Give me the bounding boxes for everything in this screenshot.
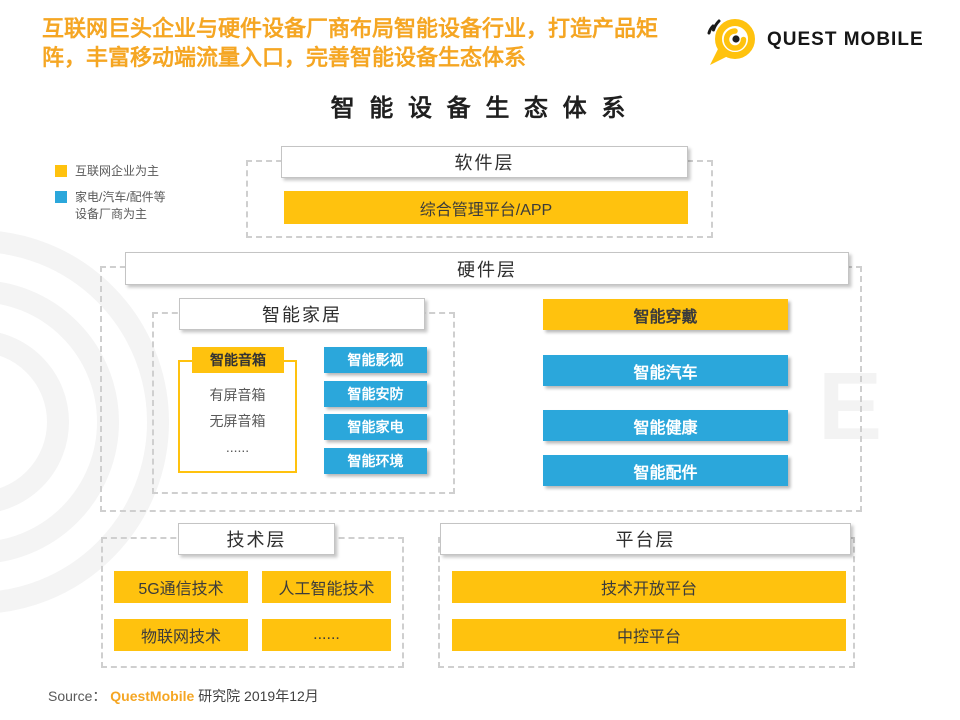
platform-layer-header: 平台层: [440, 523, 851, 555]
technology-layer-header: 技术层: [178, 523, 335, 555]
technology-item-5g-label: 5G通信技术: [138, 581, 224, 598]
technology-layer-title: 技术层: [226, 530, 287, 550]
platform-item-central-control: 中控平台: [452, 619, 846, 651]
technology-item-ellipsis: ......: [262, 619, 391, 651]
hardware-item-wearable-label: 智能穿戴: [633, 308, 698, 326]
smart-speaker-title: 智能音箱: [210, 352, 266, 368]
smart-speaker-group-box: [178, 360, 297, 473]
questmobile-logo-text: QUEST MOBILE: [767, 29, 924, 50]
software-layer-title: 软件层: [454, 153, 515, 173]
legend-item-internet: 互联网企业为主: [55, 163, 166, 180]
hardware-item-car: 智能汽车: [543, 355, 788, 386]
speaker-item-ellipsis: ......: [225, 439, 250, 455]
smart-home-header: 智能家居: [179, 298, 425, 330]
smart-home-item-security: 智能安防: [324, 381, 427, 407]
legend: 互联网企业为主 家电/汽车/配件等 设备厂商为主: [55, 163, 166, 232]
software-layer-item-label: 综合管理平台/APP: [419, 201, 553, 219]
smart-speaker-group-label: 智能音箱: [192, 347, 284, 373]
source-brand: QuestMobile: [110, 688, 195, 704]
legend-label-manufacturer-line2: 设备厂商为主: [75, 207, 148, 221]
watermark-letter: E: [818, 353, 883, 460]
legend-item-manufacturer: 家电/汽车/配件等 设备厂商为主: [55, 189, 166, 223]
technology-item-ellipsis-label: ......: [313, 626, 340, 643]
source-suffix: 研究院 2019年12月: [198, 688, 319, 704]
smart-home-item-video-label: 智能影视: [347, 352, 404, 368]
legend-swatch-yellow: [55, 165, 67, 177]
report-headline: 互联网巨头企业与硬件设备厂商布局智能设备行业，打造产品矩 阵，丰富移动端流量入口…: [42, 14, 710, 72]
technology-item-iot-label: 物联网技术: [140, 629, 221, 646]
legend-label-manufacturer: 家电/汽车/配件等 设备厂商为主: [75, 189, 166, 223]
hardware-item-health-label: 智能健康: [633, 419, 698, 437]
smart-home-title: 智能家居: [262, 305, 342, 325]
platform-layer-title: 平台层: [615, 530, 676, 550]
hardware-item-accessory: 智能配件: [543, 455, 788, 486]
hardware-layer-title: 硬件层: [457, 259, 517, 280]
hardware-item-health: 智能健康: [543, 410, 788, 441]
hardware-item-wearable: 智能穿戴: [543, 299, 788, 330]
legend-label-manufacturer-line1: 家电/汽车/配件等: [75, 190, 166, 204]
report-headline-line1: 互联网巨头企业与硬件设备厂商布局智能设备行业，打造产品矩: [42, 16, 659, 41]
software-layer-item: 综合管理平台/APP: [284, 191, 688, 224]
smart-home-item-security-label: 智能安防: [347, 386, 404, 402]
hardware-layer-header: 硬件层: [125, 252, 849, 285]
speaker-item-with-screen: 有屏音箱: [209, 387, 266, 403]
smart-home-item-appliance: 智能家电: [324, 414, 427, 440]
smart-home-item-environment-label: 智能环境: [347, 453, 404, 469]
platform-item-open-platform: 技术开放平台: [452, 571, 846, 603]
technology-item-ai: 人工智能技术: [262, 571, 391, 603]
smart-home-item-appliance-label: 智能家电: [347, 419, 404, 435]
hardware-item-car-label: 智能汽车: [633, 364, 698, 382]
speaker-item-without-screen: 无屏音箱: [209, 413, 266, 429]
hardware-item-accessory-label: 智能配件: [633, 464, 698, 482]
smart-speaker-items: 有屏音箱 无屏音箱 ......: [178, 382, 297, 460]
software-layer-header: 软件层: [281, 146, 688, 178]
technology-item-iot: 物联网技术: [114, 619, 248, 651]
source-prefix: Source：: [48, 688, 107, 704]
source-line: Source： QuestMobile 研究院 2019年12月: [48, 686, 319, 706]
smart-home-item-video: 智能影视: [324, 347, 427, 373]
smart-home-item-environment: 智能环境: [324, 448, 427, 474]
report-headline-line2: 阵，丰富移动端流量入口，完善智能设备生态体系: [42, 45, 527, 70]
diagram-title: 智 能 设 备 生 态 体 系: [330, 95, 630, 122]
platform-item-open-platform-label: 技术开放平台: [600, 581, 697, 598]
technology-item-ai-label: 人工智能技术: [278, 581, 375, 598]
technology-item-5g: 5G通信技术: [114, 571, 248, 603]
questmobile-logo-icon: [707, 19, 755, 65]
platform-item-central-control-label: 中控平台: [616, 629, 681, 646]
legend-label-internet: 互联网企业为主: [75, 164, 160, 178]
questmobile-logo: QUEST MOBILE: [703, 12, 924, 68]
legend-swatch-blue: [55, 191, 67, 203]
